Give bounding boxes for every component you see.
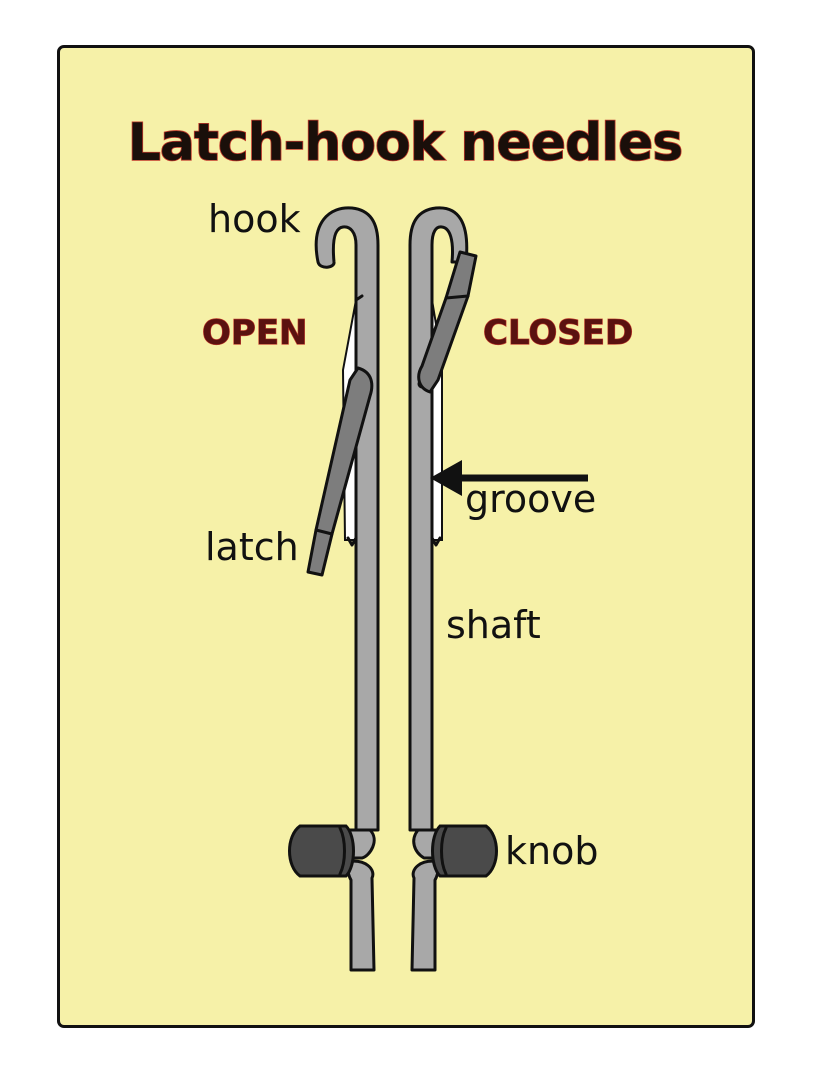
open-needle-hook — [314, 206, 380, 832]
open-needle-latch — [306, 366, 374, 577]
open-needle — [288, 206, 380, 972]
hook-label: hook — [208, 197, 301, 241]
closed-needle-latch — [417, 250, 478, 394]
shaft-label: shaft — [446, 603, 541, 647]
latch-label: latch — [205, 525, 299, 569]
open-label: OPEN — [202, 313, 308, 353]
closed-needle-knob — [431, 824, 498, 878]
diagram-title: Latch-hook needles — [128, 113, 682, 173]
closed-label: CLOSED — [483, 313, 633, 353]
groove-label: groove — [465, 477, 596, 521]
groove-arrow — [430, 460, 588, 496]
open-needle-knob — [288, 824, 355, 878]
closed-needle — [408, 206, 498, 972]
diagram-card — [57, 45, 755, 1028]
knob-label: knob — [505, 829, 598, 873]
